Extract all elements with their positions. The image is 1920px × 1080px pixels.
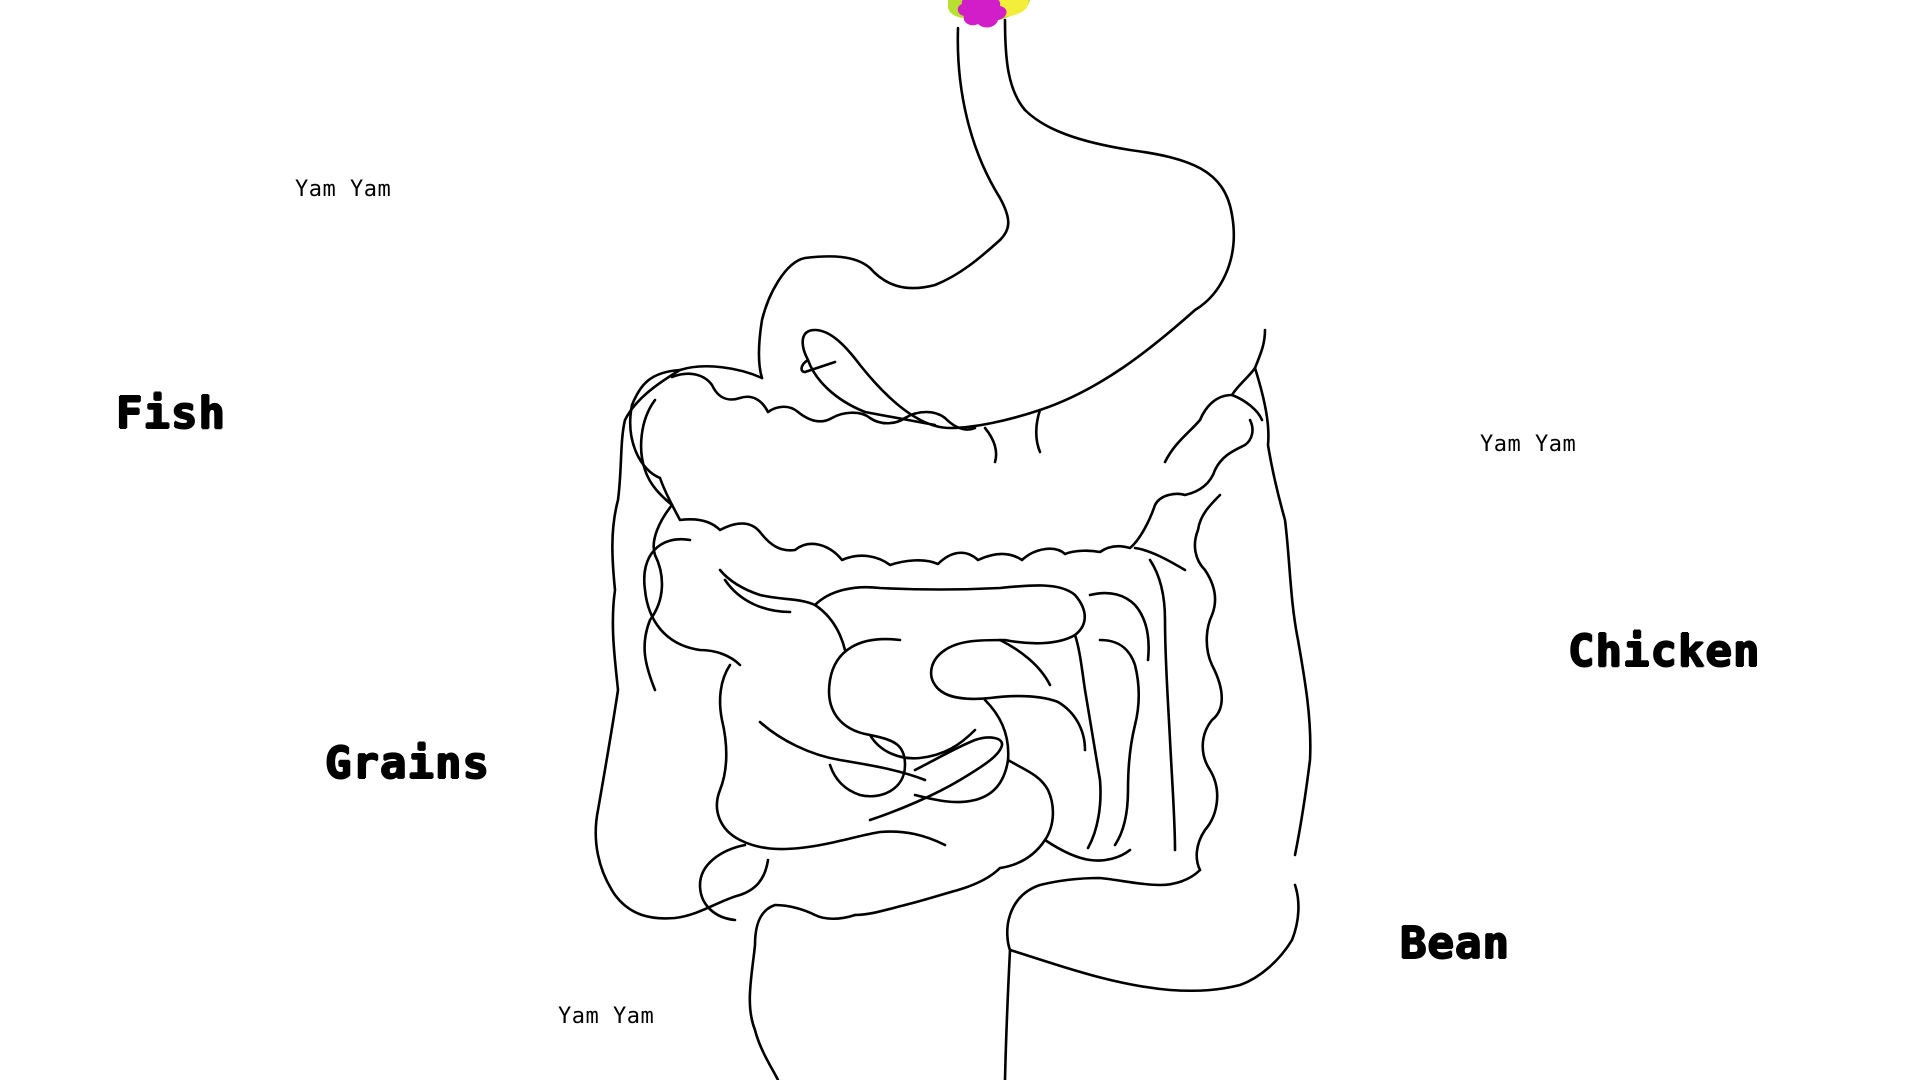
label-chicken[interactable]: Chicken bbox=[1568, 626, 1761, 677]
label-fish[interactable]: Fish bbox=[116, 388, 226, 439]
food-blob[interactable] bbox=[948, 0, 1030, 28]
rectum bbox=[748, 903, 857, 1080]
small-intestine-bottom bbox=[698, 838, 1132, 922]
label-yam-yam-2[interactable]: Yam Yam bbox=[1480, 432, 1577, 457]
rectum-right-wall bbox=[1003, 883, 1300, 1080]
label-bean[interactable]: Bean bbox=[1400, 918, 1510, 969]
ascending-colon bbox=[594, 368, 770, 920]
small-intestine-right-loops bbox=[1073, 546, 1187, 852]
esophagus bbox=[956, 26, 1010, 242]
label-grains[interactable]: Grains bbox=[325, 738, 490, 789]
small-intestine-coils bbox=[827, 637, 1055, 870]
label-yam-yam-3[interactable]: Yam Yam bbox=[558, 1004, 655, 1029]
ascending-colon-inner bbox=[639, 398, 674, 692]
transverse-colon-upper-wall bbox=[670, 328, 1267, 464]
descending-colon-inner bbox=[1193, 393, 1264, 872]
small-intestine-lower-loop bbox=[715, 663, 1004, 851]
label-yam-yam-1[interactable]: Yam Yam bbox=[295, 177, 392, 202]
small-intestine-upper-loop bbox=[642, 537, 847, 667]
stomach-inner-curve bbox=[757, 238, 1002, 380]
duodenum bbox=[983, 408, 1042, 464]
sigmoid-colon bbox=[1005, 868, 1202, 952]
food-blob-magenta bbox=[957, 0, 1007, 28]
esophagus-right-wall bbox=[1003, 18, 1027, 112]
transverse-colon bbox=[629, 365, 1254, 567]
small-intestine-middle-loop bbox=[813, 584, 1087, 752]
stomach bbox=[800, 108, 1236, 430]
descending-colon bbox=[1253, 366, 1312, 857]
